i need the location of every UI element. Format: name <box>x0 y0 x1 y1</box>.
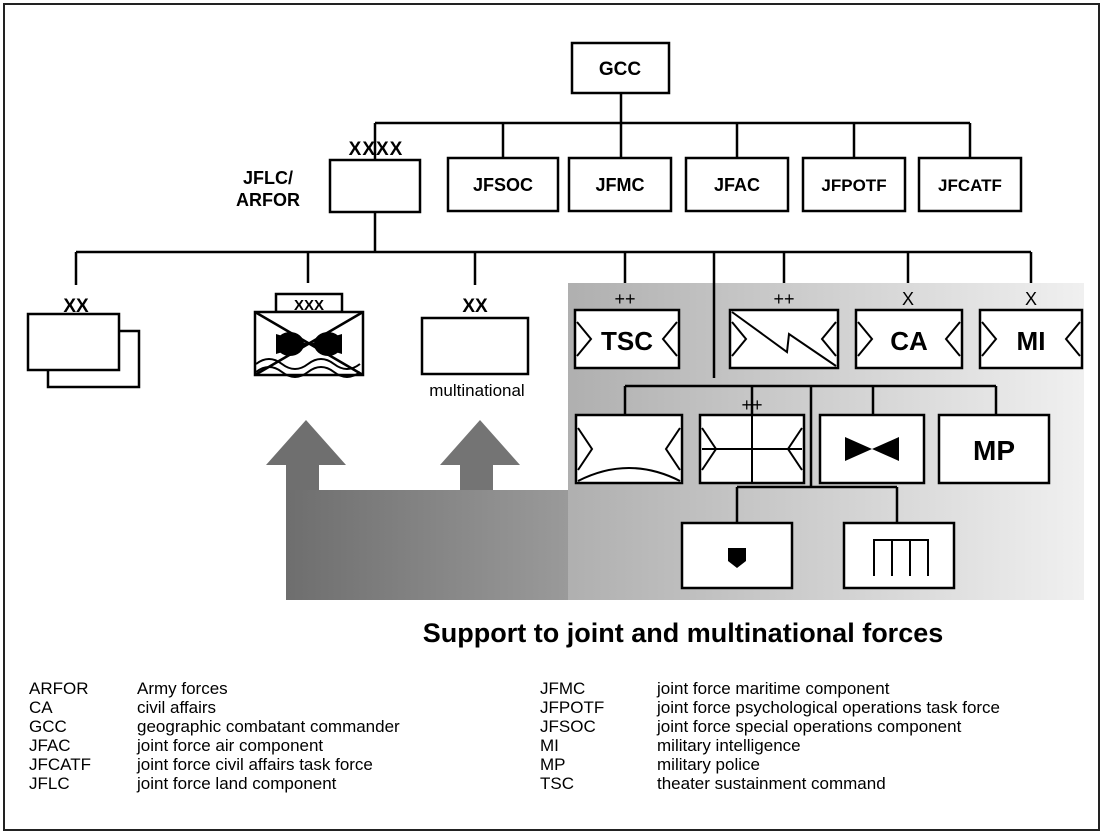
jfac-node: JFAC <box>684 156 790 213</box>
corps-unit-cross-icon <box>254 310 364 377</box>
transportation-node <box>574 413 684 485</box>
jfsoc-label: JFSOC <box>473 175 533 195</box>
legend-abbreviation: MP <box>540 755 566 774</box>
legend-row: JFSOC joint force special operations comp… <box>540 717 1000 736</box>
legend-abbreviation: TSC <box>540 774 574 793</box>
mi-label: MI <box>1017 326 1046 356</box>
legend-definition: military intelligence <box>657 736 801 755</box>
legend-row: JFCATF joint force civil affairs task for… <box>29 755 400 774</box>
legend-abbreviation: ARFOR <box>29 679 89 698</box>
legend-abbreviation: JFPOTF <box>540 698 605 717</box>
legend-row: MP military police <box>540 755 1000 774</box>
legend-row: JFMC joint force maritime component <box>540 679 1000 698</box>
legend-definition: theater sustainment command <box>657 774 886 793</box>
signal-echelon-marker: ++ <box>773 289 794 309</box>
jfpotf-node: JFPOTF <box>801 156 907 213</box>
tsc-label: TSC <box>601 326 653 356</box>
legend-row: TSC theater sustainment command <box>540 774 1000 793</box>
legend-row: GCC geographic combatant commander <box>29 717 400 736</box>
multinational-label: multinational <box>429 381 524 400</box>
legend-definition: civil affairs <box>137 698 217 717</box>
signal-node: ++ <box>728 289 840 370</box>
jfac-label: JFAC <box>714 175 760 195</box>
corps-xxx-echelon-marker: XXX <box>294 297 324 314</box>
ca-echelon-marker: X <box>902 289 914 309</box>
corps-echelon-marker: XXXX <box>349 139 404 160</box>
gcc-node: GCC <box>570 41 671 95</box>
ca-label: CA <box>890 326 928 356</box>
tsc-echelon-marker: ++ <box>614 289 635 309</box>
engineer-node <box>818 413 926 485</box>
legend-definition: military police <box>657 755 760 774</box>
jflc-label: JFLC/ <box>243 168 293 188</box>
divisions-node: XX <box>26 296 141 389</box>
gcc-label: GCC <box>599 59 642 80</box>
division-echelon-marker: XX <box>63 296 89 317</box>
legend-row: JFAC joint force air component <box>29 736 400 755</box>
legend-abbreviation: JFMC <box>540 679 586 698</box>
legend-definition: joint force maritime component <box>657 679 890 698</box>
finance-node <box>842 521 956 590</box>
legend-abbreviation: JFLC <box>29 774 70 793</box>
signal-lightning-icon <box>731 311 837 367</box>
legend-abbreviation: JFAC <box>29 736 71 755</box>
legend-row: MI military intelligence <box>540 736 1000 755</box>
mp-node: MP <box>937 413 1051 485</box>
legend-definition: joint force air component <box>137 736 324 755</box>
legend-definition: joint force land component <box>137 774 337 793</box>
ca-node: X CA <box>854 289 964 370</box>
mi-echelon-marker: X <box>1025 289 1037 309</box>
multinational-node: XX multinational <box>420 296 530 400</box>
arfor-label: ARFOR <box>236 190 300 210</box>
support-arrow-left <box>266 420 346 600</box>
corps-unit-wave-icon <box>255 358 361 378</box>
multinational-echelon-marker: XX <box>462 296 488 317</box>
legend-definition: joint force civil affairs task force <box>137 755 373 774</box>
legend-abbreviation: JFSOC <box>540 717 596 736</box>
transportation-wheel-icon <box>577 427 681 482</box>
medical-echelon-marker: ++ <box>741 395 762 415</box>
mp-label: MP <box>973 435 1015 466</box>
jfmc-label: JFMC <box>596 175 645 195</box>
chemical-node <box>680 521 794 590</box>
jflc-arfor-node: XXXX JFLC/ ARFOR <box>236 139 422 214</box>
legend-definition: joint force special operations component <box>657 717 962 736</box>
legend-abbreviation: MI <box>540 736 559 755</box>
jfpotf-label: JFPOTF <box>821 176 886 195</box>
jfsoc-node: JFSOC <box>446 156 560 213</box>
legend-abbreviation: GCC <box>29 717 67 736</box>
legend-row: CA civil affairs <box>29 698 400 717</box>
jfcatf-node: JFCATF <box>917 156 1023 213</box>
org-chart-diagram: GCC XXXX JFLC/ ARFOR JFSOC JFMC JFAC JFP… <box>26 41 1084 648</box>
tsc-node: ++ TSC <box>573 289 681 370</box>
legend-abbreviation: JFCATF <box>29 755 92 774</box>
medical-node: ++ <box>698 395 806 485</box>
shield-icon <box>728 548 746 568</box>
jfmc-node: JFMC <box>567 156 673 213</box>
legend-definition: geographic combatant commander <box>137 717 400 736</box>
support-arrow-right <box>440 420 520 490</box>
diagram-caption: Support to joint and multinational force… <box>423 618 944 648</box>
medical-cross-icon <box>701 415 803 483</box>
legend-row: JFPOTF joint force psychological operatio… <box>540 698 1000 717</box>
corps-unit-node: XXX <box>253 292 365 378</box>
figure-frame <box>3 3 1100 831</box>
legend-definition: Army forces <box>137 679 228 698</box>
bowtie-icon <box>845 437 899 461</box>
jfcatf-label: JFCATF <box>938 176 1002 195</box>
comb-icon <box>873 539 929 576</box>
connector-lines <box>74 93 1033 523</box>
legend-row: JFLC joint force land component <box>29 774 400 793</box>
support-arrow-band <box>286 490 568 600</box>
legend-abbreviation: CA <box>29 698 53 717</box>
legend-row: ARFOR Army forces <box>29 679 400 698</box>
legend-definition: joint force psychological operations tas… <box>657 698 1001 717</box>
mi-node: X MI <box>978 289 1084 370</box>
